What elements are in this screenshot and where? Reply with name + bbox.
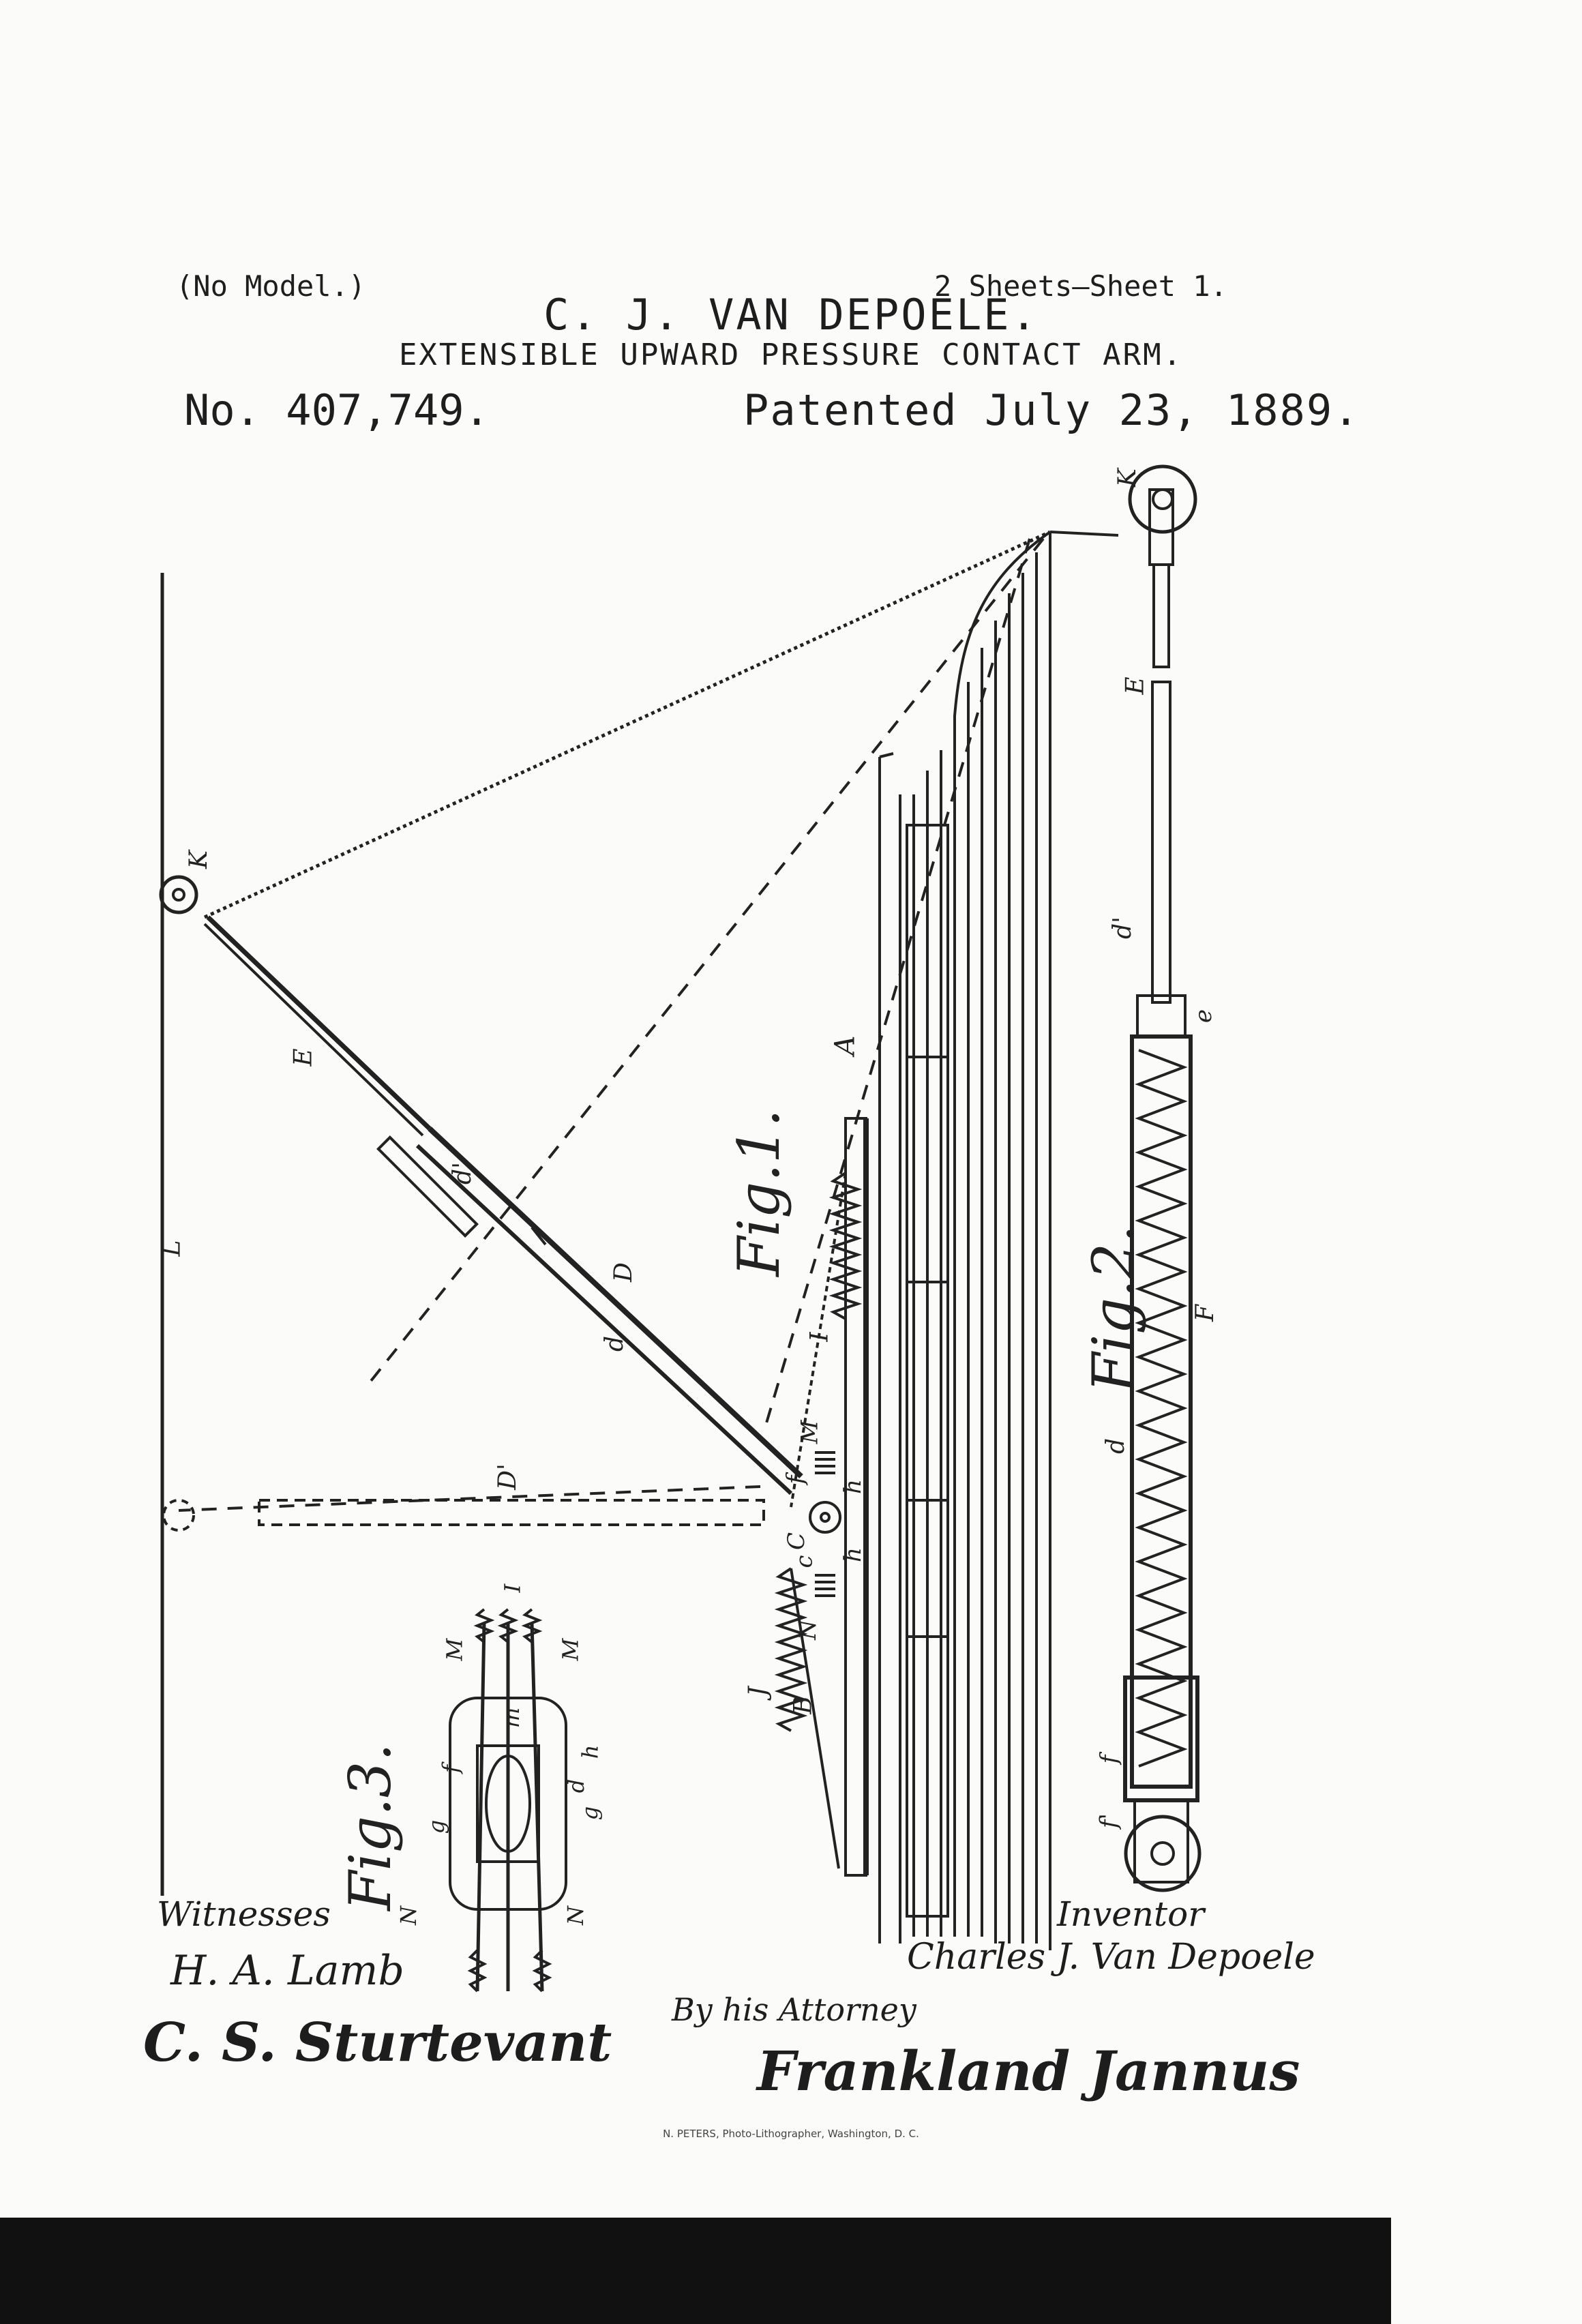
pull-cord [203, 530, 1051, 919]
label-h-upper: h [839, 1479, 867, 1494]
base-platform [844, 1117, 867, 1877]
label-B: B [789, 1696, 818, 1714]
label-d-prime: d' [448, 1162, 477, 1185]
label-K: K [184, 850, 213, 869]
label-I-fig3: I [499, 1583, 526, 1593]
lithographer-credit: N. PETERS, Photo-Lithographer, Washingto… [663, 2128, 919, 2140]
label-f-fig2: f [1095, 1755, 1123, 1764]
witness-1-signature: H. A. Lamb [170, 1947, 404, 1995]
patent-title: EXTENSIBLE UPWARD PRESSURE CONTACT ARM. [398, 338, 1184, 372]
arm-tube-E [206, 915, 432, 1131]
label-I: I [805, 1332, 834, 1342]
label-m-fig3: m [498, 1707, 525, 1729]
label-d-prime-fig2: d' [1108, 917, 1137, 939]
label-C: C [783, 1532, 811, 1551]
label-f: f [781, 1475, 809, 1485]
tube-d-fig2 [1130, 1034, 1193, 1789]
label-M: M [796, 1420, 824, 1444]
base-collar-fig2 [1123, 1675, 1199, 1802]
label-E-fig2: E [1121, 676, 1150, 695]
label-f-prime-fig2: f' [1094, 1813, 1122, 1828]
spring-F-fig2 [1135, 1049, 1188, 1768]
label-d: d [601, 1335, 629, 1352]
pivot-hub-C [809, 1501, 841, 1534]
label-D-prime: D' [493, 1463, 522, 1490]
label-e-fig2: e [1190, 1009, 1218, 1024]
label-L: L [158, 1240, 186, 1257]
label-A: A [829, 1035, 861, 1056]
figure-2-title: Fig.2. [1079, 1225, 1147, 1392]
patent-date: Patented July 23, 1889. [743, 385, 1360, 435]
label-g-fig3: g [423, 1819, 450, 1834]
attorney-signature: Frankland Jannus [757, 2039, 1300, 2103]
label-F-fig2: F [1191, 1305, 1219, 1322]
label-h-lower: h [839, 1547, 867, 1562]
figure-3-title: Fig.3. [336, 1743, 404, 1911]
spring-I [829, 1172, 863, 1320]
tube-E-fig2 [1151, 681, 1171, 1004]
label-f-fig3: f [437, 1765, 464, 1773]
label-M-right-fig3: M [557, 1638, 584, 1661]
patent-number: No. 407,749. [184, 385, 490, 435]
pivot-wheel-fig2 [1124, 1815, 1202, 1892]
label-d-fig2: d [1102, 1437, 1131, 1455]
label-c: c [790, 1555, 818, 1568]
label-K-fig2: K [1113, 468, 1141, 487]
label-d-fig3: d [563, 1778, 590, 1793]
label-M-left-fig3: M [441, 1638, 468, 1661]
trolley-wheel-lowered [162, 1499, 195, 1532]
arm-tube-D [428, 1127, 803, 1478]
witness-2-signature: C. S. Sturtevant [143, 2012, 612, 2074]
sheet-count: 2 Sheets—Sheet 1. [934, 269, 1227, 303]
no-model-note: (No Model.) [176, 269, 366, 303]
attorney-label: By his Attorney [672, 1991, 916, 2028]
inventor-signature: Charles J. Van Depoele [907, 1937, 1315, 1978]
arm-lowered-dashed [258, 1499, 765, 1526]
label-N-right-fig3: N [563, 1906, 588, 1925]
label-E: E [289, 1048, 318, 1067]
label-g-right-fig3: g [577, 1806, 603, 1821]
figure-1-title: Fig.1. [725, 1109, 792, 1277]
trolley-wheel-top [159, 875, 198, 914]
label-D: D [609, 1262, 638, 1282]
inventor-heading: C. J. VAN DEPOELE. [543, 290, 1039, 340]
label-N: N [794, 1620, 822, 1640]
rod-M-right-fig3 [530, 1622, 544, 1992]
witnesses-label: Witnesses [157, 1894, 331, 1934]
scan-edge-bar [0, 2218, 1391, 2324]
car-roof-curve [953, 531, 1051, 1937]
car-window-panel [906, 824, 949, 1918]
arm-sleeve-d-prime [376, 1135, 479, 1238]
label-J: J [744, 1686, 773, 1697]
trolley-wheel-fig2 [1128, 464, 1197, 534]
rod-M-left-fig3 [475, 1622, 486, 1992]
inventor-label: Inventor [1057, 1894, 1205, 1934]
label-h-fig3: h [577, 1744, 603, 1759]
